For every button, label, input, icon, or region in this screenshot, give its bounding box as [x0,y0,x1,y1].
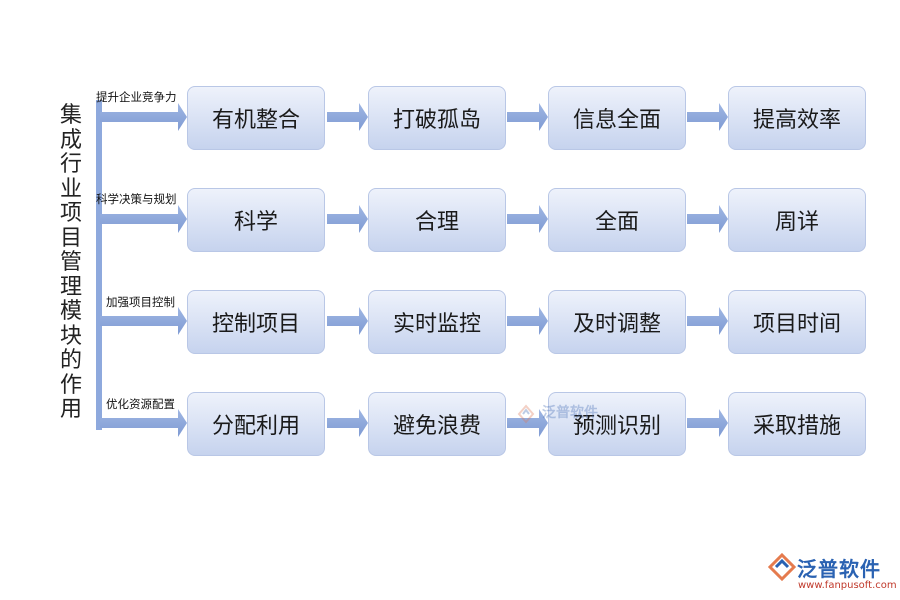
flow-arrow [687,307,728,335]
flow-arrow [327,205,368,233]
flow-arrow [687,103,728,131]
step-box: 控制项目 [187,290,325,354]
flow-arrow [507,103,548,131]
watermark-text: 泛普软件 [542,405,598,421]
row-label-control: 加强项目控制 [106,295,175,309]
branch-arrow [100,103,187,131]
branch-arrow [100,409,187,437]
vertical-title: 集成行业项目管理模块的作用 [59,103,82,422]
step-box: 周详 [728,188,866,252]
brand-logo-text: 泛普软件 [797,557,881,581]
step-box: 预测识别 [548,392,686,456]
row-label-decision: 科学决策与规划 [96,192,177,206]
branch-arrow [100,307,187,335]
watermark-logo-icon [517,404,535,424]
flow-arrow [507,205,548,233]
step-box: 科学 [187,188,325,252]
step-box: 避免浪费 [368,392,506,456]
step-box: 实时监控 [368,290,506,354]
step-box: 信息全面 [548,86,686,150]
flow-arrow [507,409,548,437]
brand-logo-icon [768,553,796,581]
brand-url: www.fanpusoft.com [798,580,897,591]
flow-arrow [327,103,368,131]
flow-arrow [327,307,368,335]
branch-arrow [100,205,187,233]
step-box: 及时调整 [548,290,686,354]
step-box: 分配利用 [187,392,325,456]
flow-arrow [687,205,728,233]
step-box: 项目时间 [728,290,866,354]
step-box: 有机整合 [187,86,325,150]
bracket-line [96,100,102,430]
step-box: 全面 [548,188,686,252]
step-box: 采取措施 [728,392,866,456]
step-box: 提高效率 [728,86,866,150]
flow-arrow [327,409,368,437]
step-box: 合理 [368,188,506,252]
flow-arrow [507,307,548,335]
flow-arrow [687,409,728,437]
row-label-resources: 优化资源配置 [106,397,175,411]
step-box: 打破孤岛 [368,86,506,150]
row-label-competitiveness: 提升企业竞争力 [96,90,177,104]
